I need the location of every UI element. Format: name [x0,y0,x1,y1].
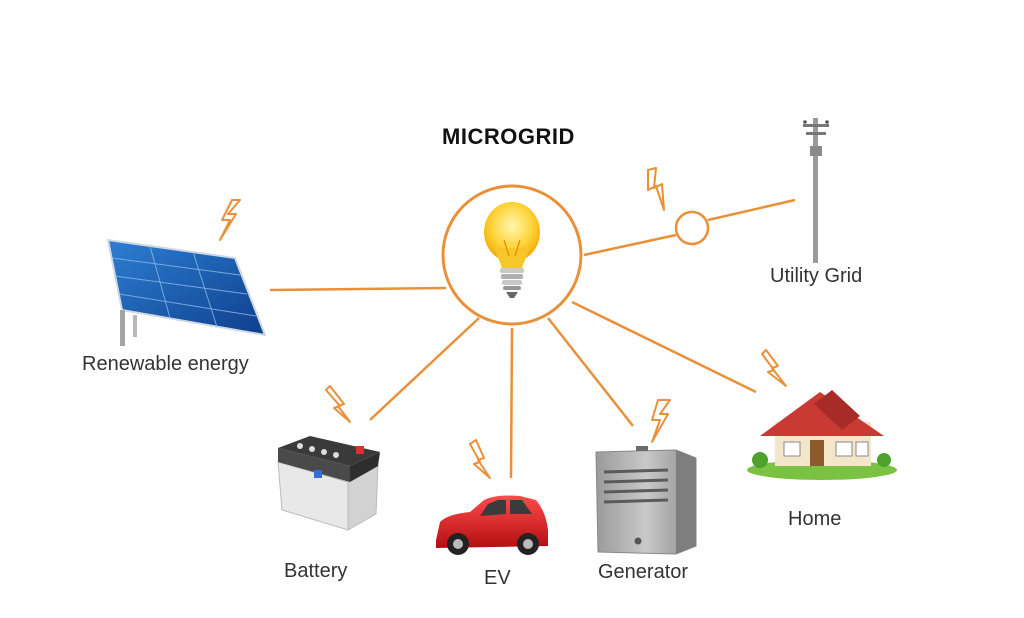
lightning-icon [219,199,241,241]
lightning-bolt-icons [219,167,787,479]
utility-pole-icon [803,118,829,263]
lightbulb-icon [484,202,540,298]
microgrid-hub [441,184,583,326]
lightning-icon [469,439,491,479]
diagram-title: MICROGRID [442,124,575,149]
grid-junction-circle [674,210,710,246]
generator-icon [595,446,697,555]
line-renewable [269,286,447,292]
line-ev [509,327,514,479]
solar-panel-icon [106,238,267,346]
label-utility-grid: Utility Grid [770,265,863,287]
line-utility-b [707,198,796,222]
lightning-icon [651,399,671,443]
line-generator [547,317,634,427]
line-battery [369,317,480,421]
label-renewable-energy: Renewable energy [82,353,249,375]
label-home: Home [788,508,842,530]
line-utility-a [583,233,677,257]
battery-icon [277,436,380,531]
lightning-icon [647,167,665,211]
car-icon [436,495,548,555]
lightning-icon [761,349,787,387]
label-generator: Generator [598,561,689,583]
house-icon [747,390,897,480]
label-ev: EV [484,567,511,589]
line-home [571,300,757,394]
lightning-icon [325,385,351,423]
label-battery: Battery [284,560,348,582]
connection-lines [269,198,796,479]
